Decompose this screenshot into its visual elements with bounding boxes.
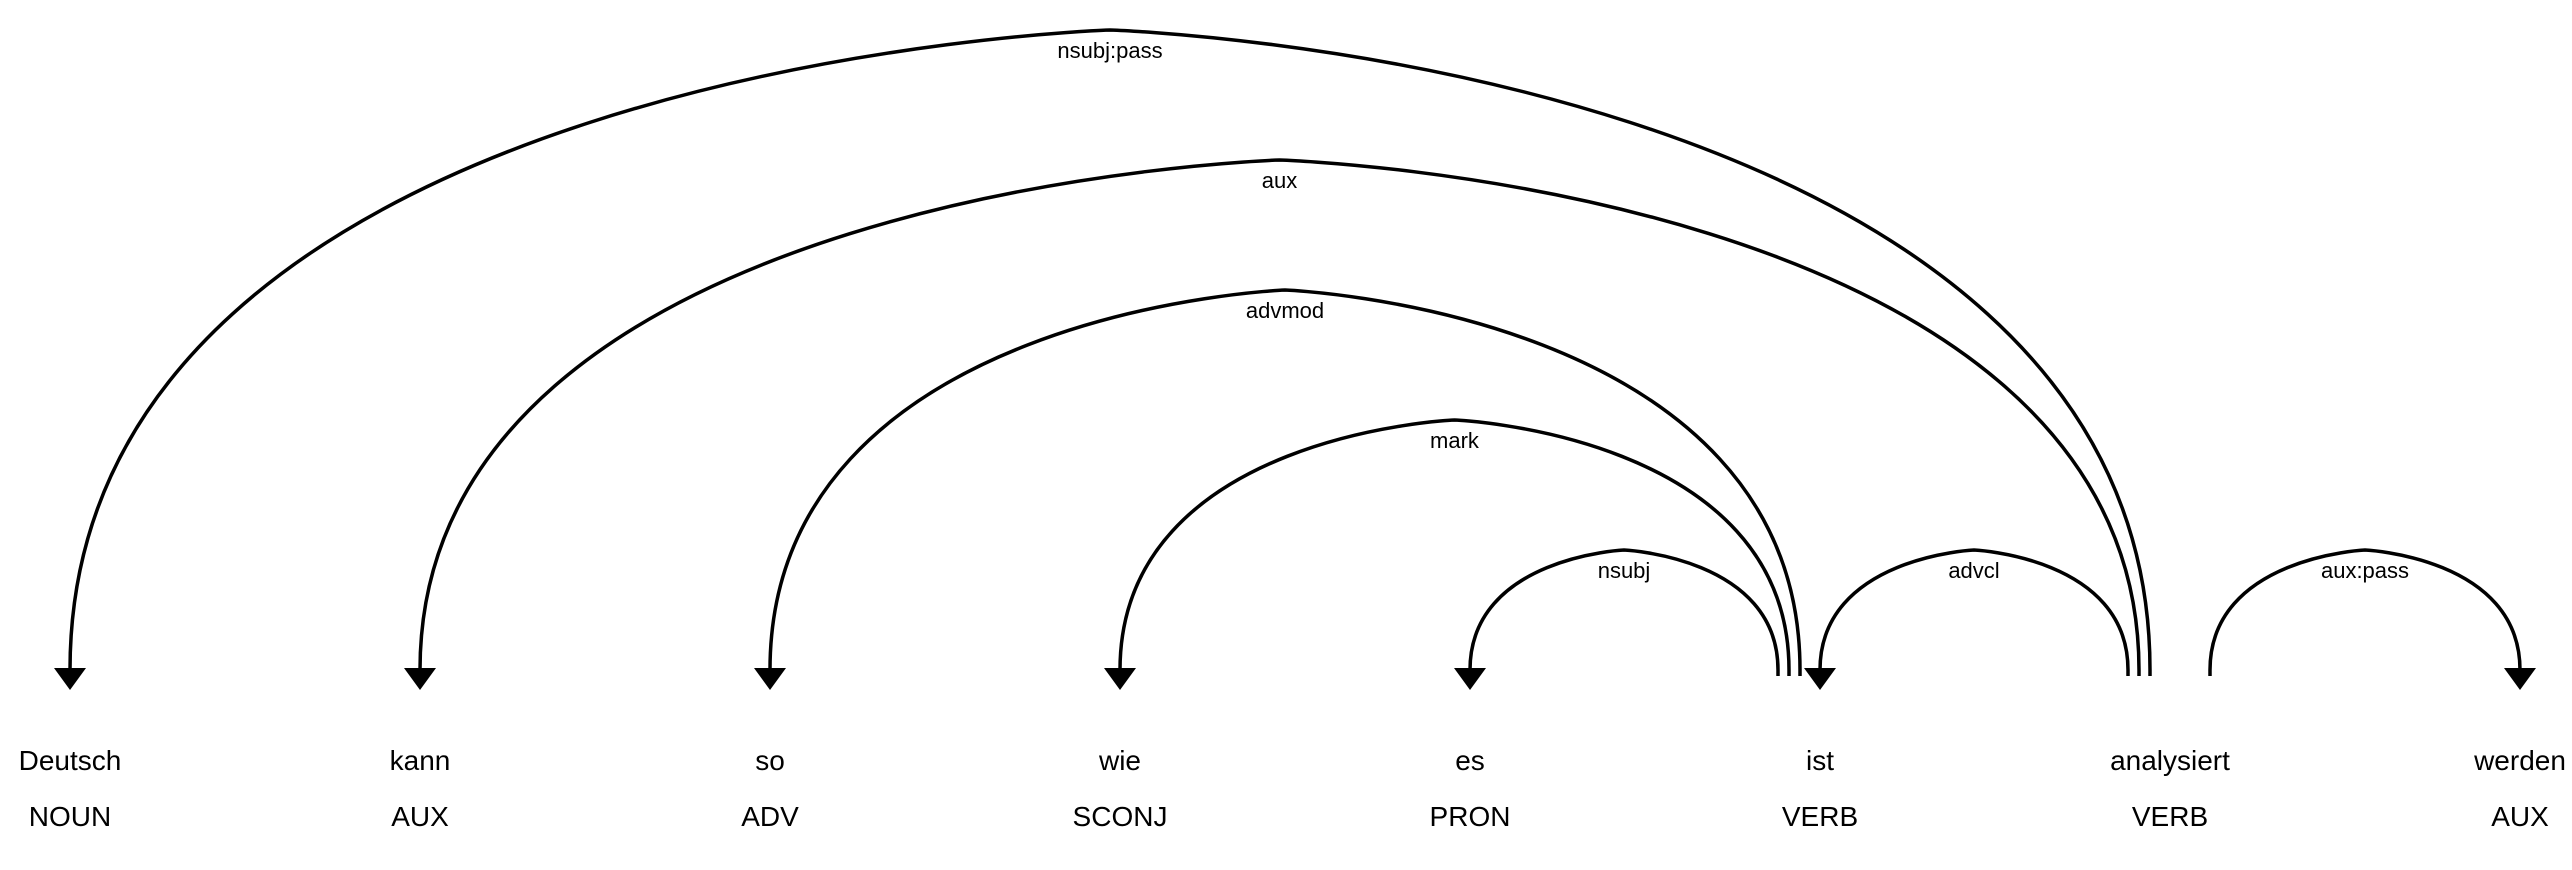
arrowhead-icon — [1804, 668, 1836, 690]
dependency-arc-mark — [1118, 418, 1791, 676]
token-word: kann — [390, 745, 451, 776]
token-word: wie — [1098, 745, 1141, 776]
arcs-layer: nsubj:pass aux advmod mark nsubj advcl aux:pas… — [54, 28, 2536, 690]
token-pos-tag: AUX — [391, 801, 449, 832]
token-word: Deutsch — [19, 745, 122, 776]
arrowhead-icon — [1454, 668, 1486, 690]
arc-label: mark — [1430, 428, 1480, 453]
arrowhead-icon — [404, 668, 436, 690]
arc-label: aux:pass — [2321, 558, 2409, 583]
token-word: so — [755, 745, 785, 776]
arc-label: advmod — [1246, 298, 1324, 323]
arrowhead-icon — [2504, 668, 2536, 690]
dependency-arc-nsubj-pass — [68, 28, 2152, 676]
token-pos-tag: SCONJ — [1073, 801, 1168, 832]
token-pos-tag: VERB — [1782, 801, 1858, 832]
arrowhead-icon — [754, 668, 786, 690]
arrowhead-icon — [1104, 668, 1136, 690]
arc-label: aux — [1262, 168, 1297, 193]
token-word: ist — [1806, 745, 1834, 776]
arc-label: nsubj:pass — [1057, 38, 1162, 63]
dependency-arc-nsubj — [1468, 548, 1780, 676]
token-pos-tag: AUX — [2491, 801, 2549, 832]
token-pos-tag: ADV — [741, 801, 799, 832]
token-pos-tag: VERB — [2132, 801, 2208, 832]
dependency-arc-aux — [418, 158, 2141, 676]
dependency-arc-aux-pass — [2208, 548, 2522, 676]
dependency-arc-advcl — [1818, 548, 2130, 676]
arc-label: nsubj — [1598, 558, 1651, 583]
token-pos-tag: NOUN — [29, 801, 111, 832]
token-word: analysiert — [2110, 745, 2230, 776]
token-word: werden — [2473, 745, 2566, 776]
token-pos-tag: PRON — [1430, 801, 1511, 832]
arc-label: advcl — [1948, 558, 1999, 583]
token-word: es — [1455, 745, 1485, 776]
dependency-arc-advmod — [768, 288, 1802, 676]
arrowhead-icon — [54, 668, 86, 690]
